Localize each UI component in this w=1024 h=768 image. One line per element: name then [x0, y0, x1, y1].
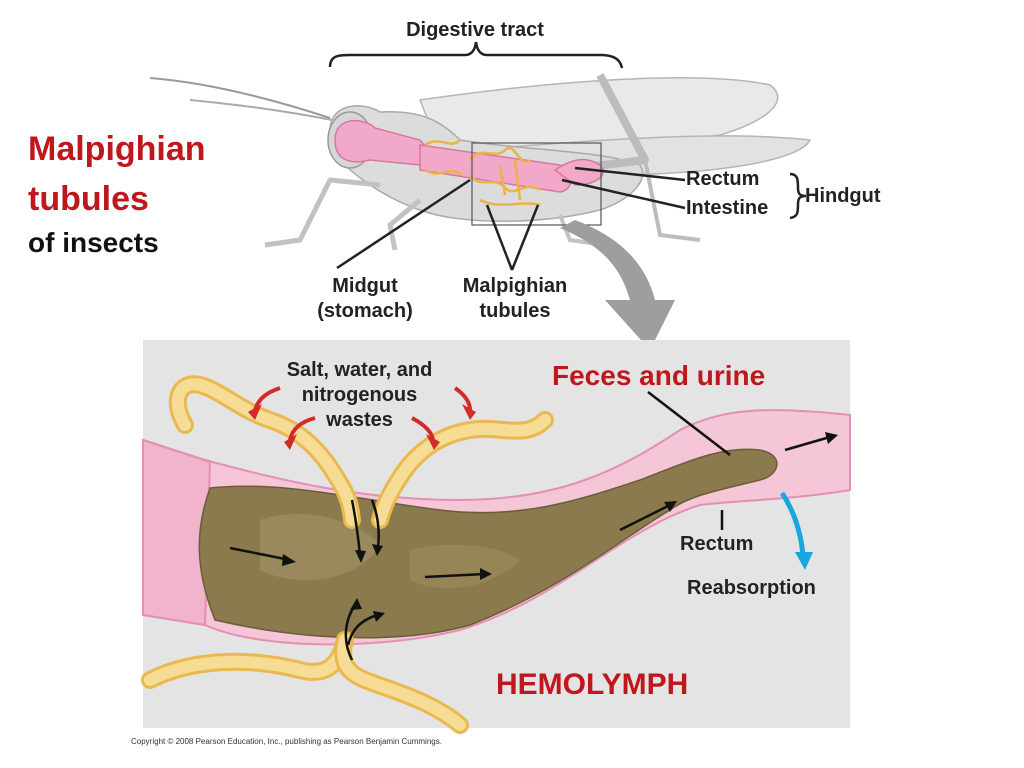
leg	[387, 198, 422, 251]
hindgut-brace	[789, 172, 807, 220]
title-line-3: of insects	[28, 227, 159, 258]
malpighian-tubules-magnified	[141, 375, 554, 734]
hemolymph-label: HEMOLYMPH	[496, 668, 689, 701]
feces-urine-label: Feces and urine	[552, 360, 766, 391]
intestine-leader	[561, 178, 686, 210]
title-line-1: Malpighian	[28, 130, 206, 168]
copyright-text: Copyright © 2008 Pearson Education, Inc.…	[131, 737, 442, 746]
zoom-arrow	[560, 220, 675, 350]
reabsorption-arrow	[779, 491, 806, 556]
midgut-label-line2: (stomach)	[317, 300, 413, 322]
leg	[264, 177, 381, 248]
midgut-leader	[336, 178, 471, 270]
title-line-2: tubules	[28, 180, 149, 218]
tubules-yellow	[424, 139, 541, 207]
rectum-label-bottom: Rectum	[680, 533, 754, 555]
digestive-tract-brace	[328, 41, 624, 69]
salt-label-line1: Salt, water, and	[286, 359, 433, 381]
hindgut-tract	[553, 158, 604, 186]
malpighian-leader	[485, 204, 514, 271]
malpighian-label-line1: Malpighian	[462, 275, 568, 297]
midgut-label: Midgut (stomach)	[300, 274, 430, 324]
malpighian-label-line2: tubules	[479, 300, 551, 322]
rectum-leader	[574, 166, 686, 182]
digestive-tract-label: Digestive tract	[406, 19, 544, 41]
intestine-label: Intestine	[686, 197, 769, 219]
zoom-box	[471, 142, 602, 226]
reabsorption-arrowhead	[795, 552, 813, 570]
red-arrowheads	[248, 404, 476, 450]
malpighian-label: Malpighian tubules	[445, 274, 585, 324]
malpighian-leader	[510, 204, 540, 271]
antenna	[189, 99, 333, 121]
leg	[643, 159, 701, 242]
reabsorption-label: Reabsorption	[687, 577, 816, 599]
rectum-label-top: Rectum	[686, 168, 760, 190]
flow-arrows	[229, 435, 831, 661]
hindgut-label: Hindgut	[805, 185, 881, 207]
gut-tube-outer	[142, 438, 212, 627]
salt-water-wastes-label: Salt, water, and nitrogenous wastes	[262, 358, 457, 433]
feces-leader	[647, 391, 731, 456]
salt-label-line3: wastes	[326, 409, 393, 431]
antenna	[149, 77, 331, 119]
midgut-label-line1: Midgut	[332, 275, 398, 297]
flow-arrowheads	[282, 432, 838, 622]
salt-label-line2: nitrogenous	[301, 384, 418, 406]
